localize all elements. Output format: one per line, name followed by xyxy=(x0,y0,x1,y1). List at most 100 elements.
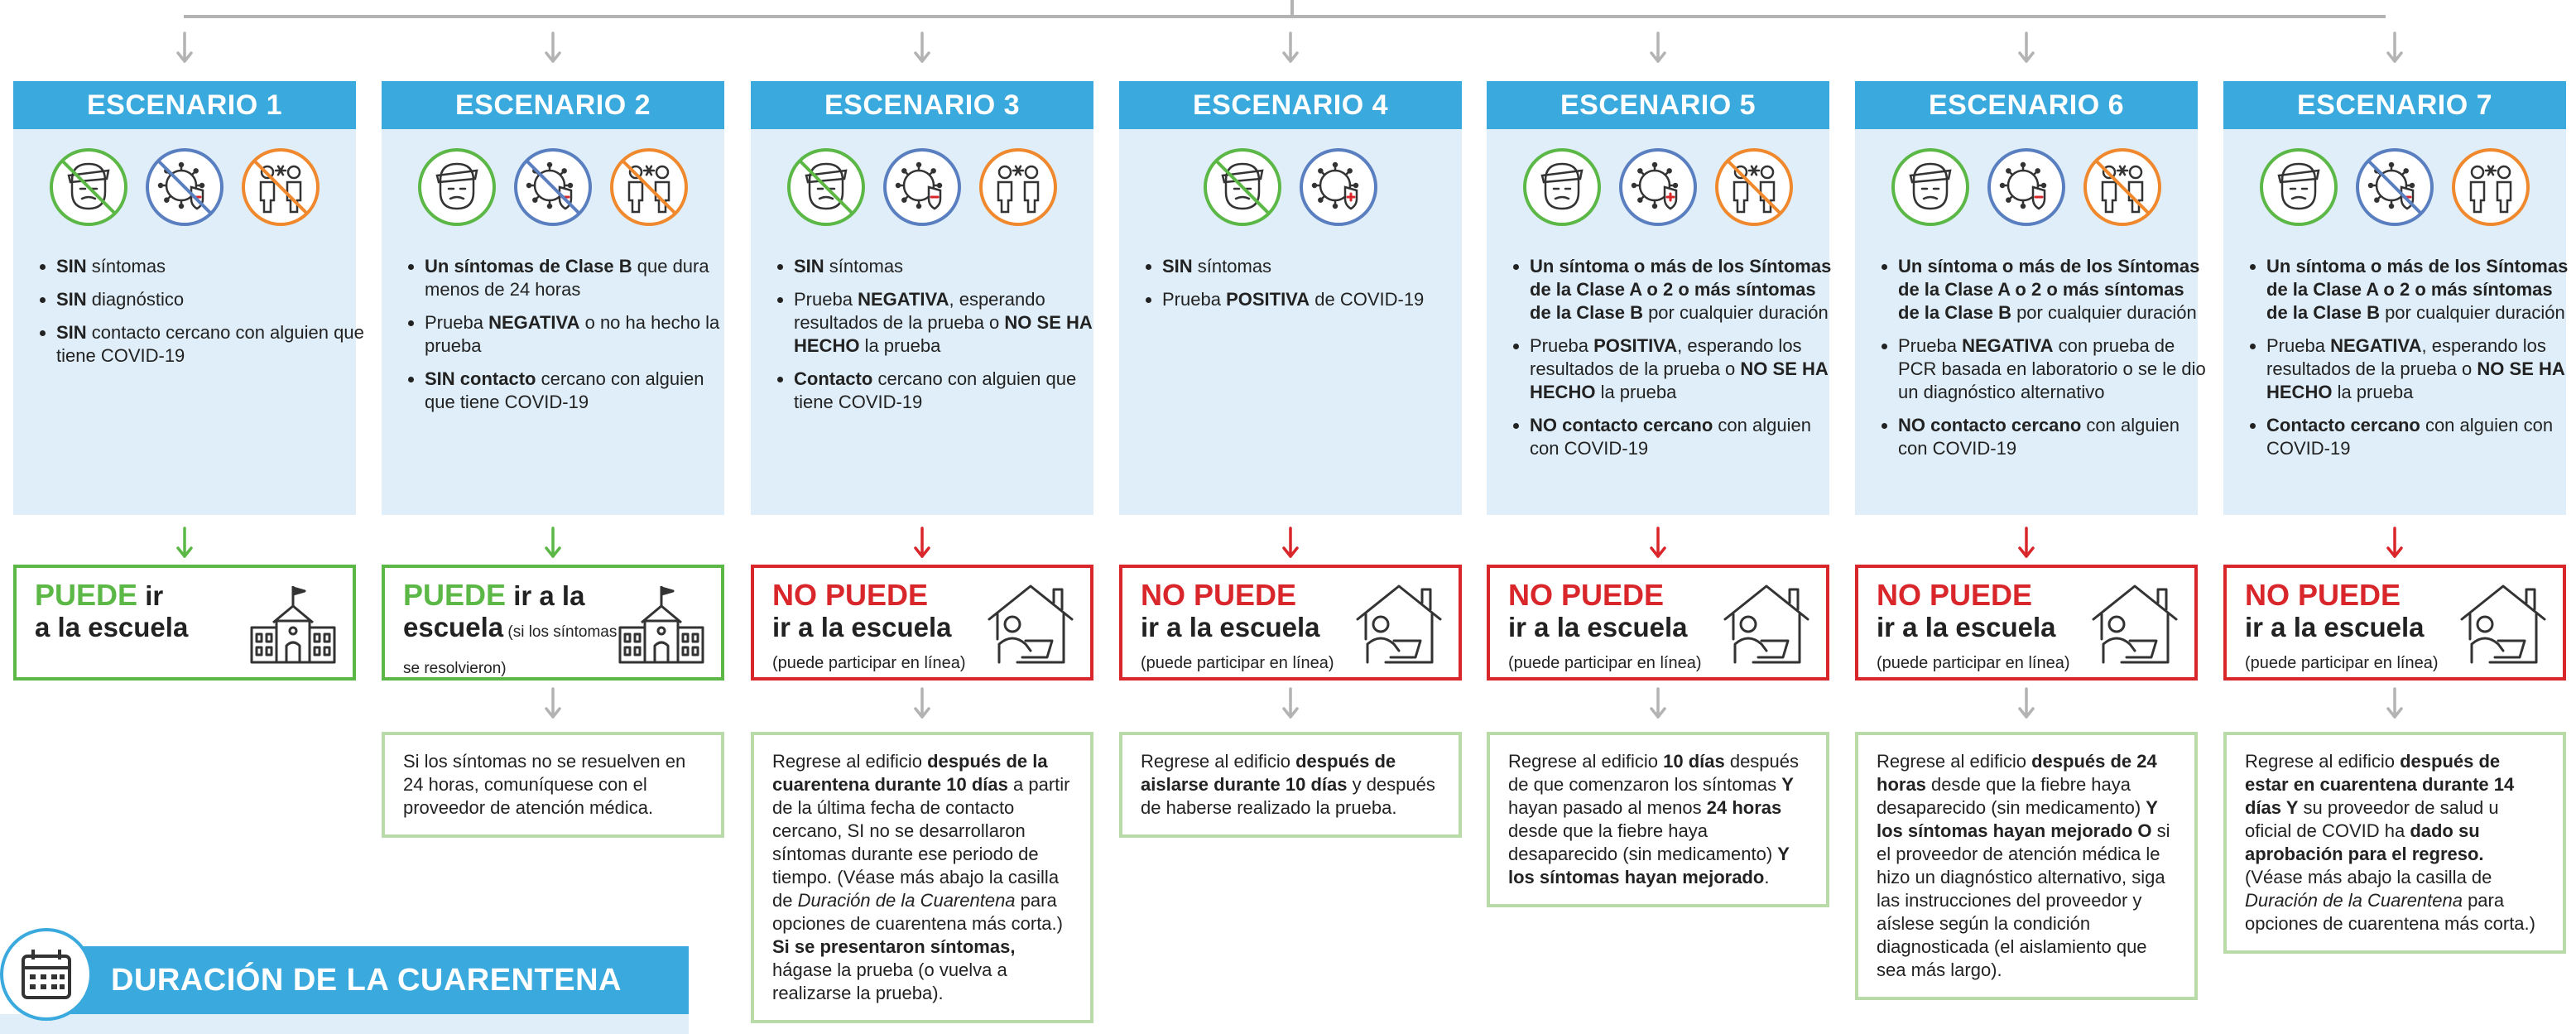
connector-trunk xyxy=(1290,0,1294,17)
bold-text: Un síntoma o más de los Síntomas de la C… xyxy=(2266,256,2569,323)
text-run: después de que comenzaron los síntomas xyxy=(1508,751,1800,795)
condition-item: Prueba POSITIVA, esperando los resultado… xyxy=(1530,334,1841,404)
bold-text: POSITIVA xyxy=(1226,289,1310,310)
text-run: la prueba xyxy=(859,335,941,356)
scenario-title: ESCENARIO 7 xyxy=(2223,81,2566,129)
text-run: síntomas xyxy=(1192,256,1272,277)
condition-item: Un síntoma o más de los Síntomas de la C… xyxy=(2266,255,2576,325)
no-symptoms-face-icon xyxy=(1201,146,1284,232)
no-virus-test-icon xyxy=(512,146,594,232)
text-run: Regrese al edificio xyxy=(772,751,928,772)
result-inline: ir a la xyxy=(506,580,585,611)
bold-text: SIN xyxy=(1162,256,1193,277)
scenario-title: ESCENARIO 4 xyxy=(1119,81,1462,129)
condition-item: Un síntomas de Clase B que dura menos de… xyxy=(425,255,736,301)
text-run: síntomas xyxy=(824,256,904,277)
bold-text: NEGATIVA xyxy=(2330,335,2422,356)
no-symptoms-face-icon xyxy=(47,146,130,232)
connector-arrow xyxy=(2386,31,2403,63)
text-run: que dura menos de 24 horas xyxy=(425,256,709,300)
connector-arrow xyxy=(2018,31,2035,63)
bold-text: NEGATIVA xyxy=(858,289,949,310)
bold-text: NO SE HA HECHO xyxy=(794,312,1092,356)
return-instructions: Si los síntomas no se resuelven en 24 ho… xyxy=(382,732,724,838)
condition-item: Contacto cercano con alguien que tiene C… xyxy=(794,368,1105,414)
bold-text: SIN xyxy=(56,322,87,343)
no-virus-test-icon xyxy=(2353,146,2436,232)
condition-list: SIN síntomasPrueba NEGATIVA, esperando r… xyxy=(769,255,1105,424)
symptoms-face-icon xyxy=(2257,146,2340,232)
bold-text: NEGATIVA xyxy=(1962,335,2054,356)
text-run: con prueba de PCR basada en laboratorio … xyxy=(1898,335,2206,402)
text-run: la prueba xyxy=(1595,382,1677,402)
scenario-column-2: ESCENARIO 2Un síntomas de Clase B que du… xyxy=(382,0,724,1034)
green-arrow xyxy=(176,527,193,558)
condition-item: Prueba NEGATIVA, esperando resultados de… xyxy=(794,288,1105,358)
bold-text: Y los síntomas hayan mejorado O xyxy=(1877,797,2158,841)
scenario-conditions-panel: Un síntoma o más de los Síntomas de la C… xyxy=(1487,129,1831,515)
text-run: cercano con alguien que tiene COVID-19 xyxy=(425,368,704,412)
condition-item: SIN diagnóstico xyxy=(56,288,368,311)
home-learning-icon xyxy=(2088,581,2181,667)
connector-arrow xyxy=(1650,31,1666,63)
result-heading: NO PUEDE xyxy=(1877,578,2033,612)
result-subnote: (si los síntomas se resolvieron) xyxy=(403,623,618,677)
result-line: ir a la escuela xyxy=(1141,612,1320,642)
text-run: , esperando los resultados de la prueba … xyxy=(1530,335,1802,379)
text-run: desde que la fiebre haya desaparecido (s… xyxy=(1877,774,2146,818)
text-run: la prueba xyxy=(2332,382,2414,402)
result-heading: NO PUEDE xyxy=(1508,578,1665,612)
result-line: escuela xyxy=(403,612,504,642)
text-run: con alguien con COVID-19 xyxy=(1530,415,1811,459)
connector-arrow xyxy=(914,687,930,719)
scenario-column-4: ESCENARIO 4SIN síntomasPrueba POSITIVA d… xyxy=(1119,0,1462,1034)
quarantine-panel xyxy=(0,1014,689,1034)
red-arrow xyxy=(1282,527,1299,558)
result-line: ir a la escuela xyxy=(1508,612,1688,642)
text-run: Prueba xyxy=(794,289,858,310)
text-run: Regrese al edificio xyxy=(1877,751,2032,772)
text-run: Regrese al edificio xyxy=(2245,751,2401,772)
condition-item: SIN síntomas xyxy=(56,255,368,278)
result-line: a la escuela xyxy=(35,612,189,642)
text-run: su proveedor de salud u oficial de COVID… xyxy=(2245,797,2499,841)
result-inline: ir xyxy=(137,580,164,611)
bold-text: SIN xyxy=(794,256,824,277)
text-run: desde que la fiebre haya desaparecido (s… xyxy=(1508,820,1778,864)
scenario-conditions-panel: Un síntoma o más de los Síntomas de la C… xyxy=(1855,129,2206,515)
return-instructions: Regrese al edificio 10 días después de q… xyxy=(1487,732,1829,907)
bold-text: SIN xyxy=(56,256,87,277)
bold-text: después de la cuarentena durante 10 días xyxy=(772,751,1048,795)
result-line: ir a la escuela xyxy=(772,612,952,642)
result-heading: PUEDE xyxy=(403,578,507,612)
bold-text: NO SE HA HECHO xyxy=(2266,358,2564,402)
condition-item: Un síntoma o más de los Síntomas de la C… xyxy=(1898,255,2209,325)
result-line: ir a la escuela xyxy=(2245,612,2425,642)
bold-text: Contacto xyxy=(794,368,873,389)
text-run: hayan pasado al menos xyxy=(1508,797,1707,818)
condition-item: Un síntoma o más de los Síntomas de la C… xyxy=(1530,255,1841,325)
connector-arrow xyxy=(545,31,561,63)
text-run: , esperando resultados de la prueba o xyxy=(794,289,1045,333)
condition-item: Prueba POSITIVA de COVID-19 xyxy=(1162,288,1473,311)
bold-text: SIN contacto xyxy=(425,368,536,389)
positive-test-icon xyxy=(1297,146,1380,232)
text-run: por cualquier duración xyxy=(2379,302,2565,323)
bold-text: Si se presentaron síntomas, xyxy=(772,936,1016,957)
return-instructions: Regrese al edificio después de la cuaren… xyxy=(751,732,1093,1023)
home-learning-icon xyxy=(2457,581,2550,667)
condition-list: Un síntomas de Clase B que dura menos de… xyxy=(400,255,736,424)
symptoms-face-icon xyxy=(416,146,498,232)
bold-text: Y xyxy=(1781,774,1794,795)
text-run: por cualquier duración xyxy=(2011,302,2197,323)
text-run: cercano con alguien que tiene COVID-19 xyxy=(794,368,1077,412)
red-arrow xyxy=(1650,527,1666,558)
text-run: Si los síntomas no se resuelven en 24 ho… xyxy=(403,751,686,818)
no-close-contact-icon xyxy=(1713,146,1795,232)
